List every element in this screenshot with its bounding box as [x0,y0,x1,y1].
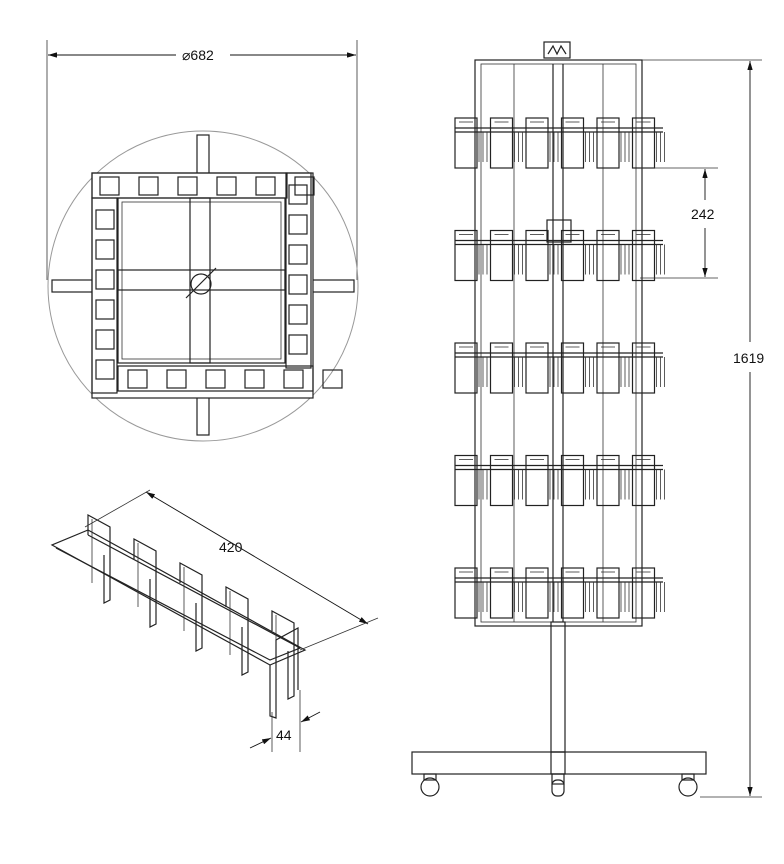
basket-divider [179,561,203,652]
pocket-strip [117,365,314,392]
pocket [560,229,585,282]
frame-outline [91,172,314,399]
dimension-line [300,711,321,723]
pocket [525,567,549,619]
rotation-circle [47,130,359,442]
pocket [322,369,343,389]
base [411,751,707,775]
caster-mount [423,773,437,781]
pocket [216,176,237,196]
pocket [99,176,120,196]
basket-divider [225,585,249,676]
top-pockets [91,172,343,394]
pocket [489,117,514,169]
basket-view: 420 44 [50,489,379,752]
center-mark [185,267,217,299]
pocket [283,369,304,389]
pocket [489,454,514,507]
basket-depth-label: 44 [276,727,292,743]
pocket [631,567,656,619]
pocket [525,454,549,507]
pocket [631,342,656,394]
pocket [525,342,549,394]
basket-divider [87,513,111,604]
pocket [255,176,276,196]
pocket [560,117,585,169]
cross-bar [117,269,286,291]
basket-end [269,626,299,719]
pocket-strip [91,172,288,199]
front-view: 242 1619 [411,41,764,798]
pocket [489,229,514,282]
top-view: ⌀682 [46,40,359,442]
pocket [489,342,514,394]
total-height-label: 1619 [733,350,764,366]
pocket [95,299,115,320]
pocket [596,342,620,394]
wheel [551,779,565,797]
basket-rim-inner [55,534,302,661]
pocket [454,342,478,394]
pocket [454,567,478,619]
pocket [177,176,198,196]
inner-frame [121,201,282,360]
extension-line [84,489,151,528]
pocket [166,369,187,389]
pocket [95,209,115,230]
diameter-label: ⌀682 [182,47,214,63]
pocket [95,359,115,380]
base-joint [550,751,566,775]
shelves [454,117,665,619]
pocket [95,329,115,350]
pocket [294,176,315,196]
caster-mount [551,773,565,785]
pocket [454,229,478,282]
caster-mount [681,773,695,781]
pocket [95,269,115,290]
pocket [288,304,308,325]
pocket [489,567,514,619]
basket-divider [133,537,157,628]
dimension-line [249,737,272,749]
pocket [288,274,308,295]
pocket [288,334,308,355]
wheel [420,777,440,797]
header-clip-icon [547,44,567,56]
dimension-line [145,491,369,625]
pocket [596,454,620,507]
pocket [205,369,226,389]
pocket [454,117,478,169]
pocket [525,117,549,169]
pocket [631,229,656,282]
center-pole [190,273,212,295]
caster-wheels [420,773,698,797]
pocket [288,244,308,265]
shelf-spacing-label: 242 [691,206,715,222]
pocket-strip [285,172,312,369]
basket [50,513,307,719]
pocket [127,369,148,389]
pocket [560,342,585,394]
pocket [560,567,585,619]
header-clip [543,41,571,59]
basket-length-label: 420 [219,539,243,555]
pocket [454,454,478,507]
wheel [678,777,698,797]
stand-pole [550,621,566,753]
pocket [596,229,620,282]
pocket [560,454,585,507]
pocket [244,369,265,389]
pocket [138,176,159,196]
pocket [288,214,308,235]
pocket [596,567,620,619]
pocket-strip [91,197,118,394]
basket-rim [50,529,307,666]
pocket [596,117,620,169]
pocket [95,239,115,260]
pocket [525,229,549,282]
pocket [631,454,656,507]
